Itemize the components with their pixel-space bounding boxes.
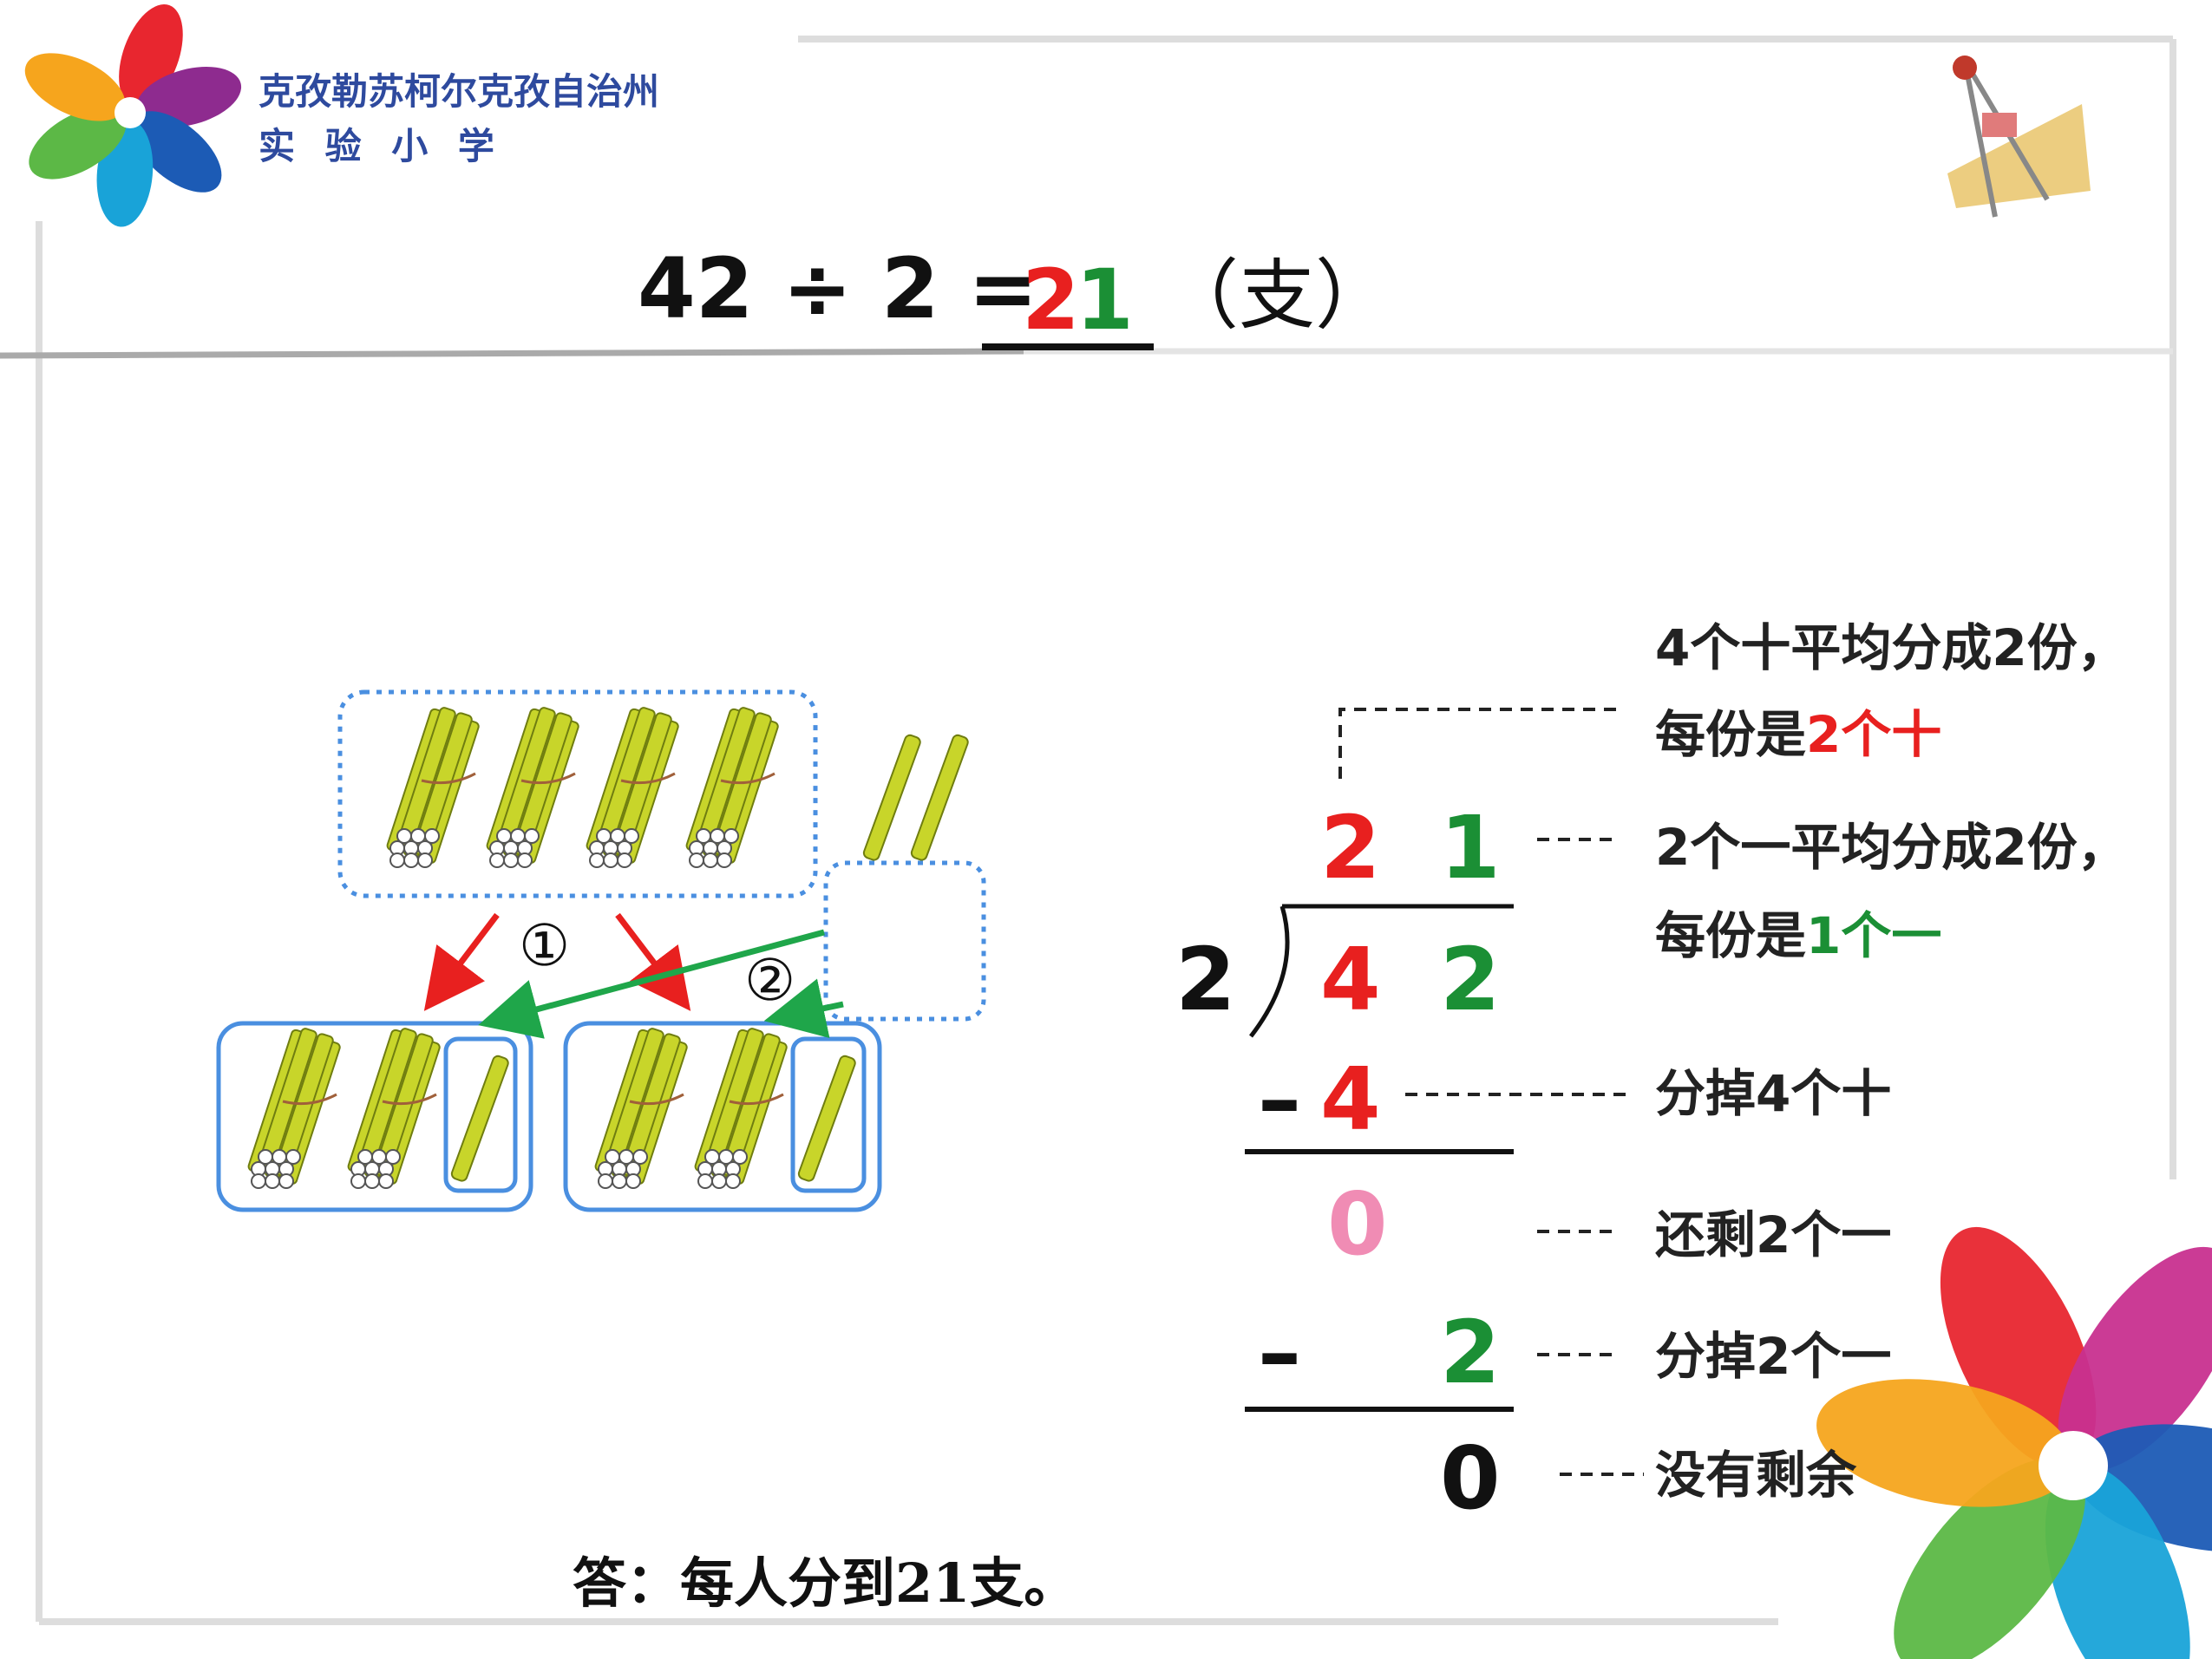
ten-stick-bundle [684, 705, 781, 869]
quotient-ones: 1 [1440, 797, 1501, 898]
single-stick [909, 733, 971, 863]
ten-stick-bundle [584, 705, 681, 869]
explain-tens-highlight: 2个十 [1806, 705, 1942, 764]
ten-stick-bundle [384, 705, 481, 869]
explain-ones-highlight: 1个一 [1806, 906, 1942, 965]
ten-stick-bundle [245, 1026, 343, 1190]
step1-label: ① [519, 912, 571, 979]
ten-stick-bundle [345, 1026, 442, 1190]
dividend-tens: 4 [1320, 929, 1381, 1030]
subtract-tens: 4 [1320, 1048, 1381, 1150]
final-remainder: 0 [1440, 1427, 1501, 1529]
header-divider-line [0, 348, 1024, 359]
explain-no-remainder: 没有剩余 [1655, 1446, 1857, 1505]
remainder-tens: 0 [1327, 1173, 1388, 1275]
subtract-ones: 2 [1440, 1302, 1501, 1403]
ten-stick-bundle [692, 1026, 789, 1190]
ten-stick-bundle [484, 705, 581, 869]
stick-diagram [216, 689, 986, 1212]
equation-answer-tens: 2 [1022, 251, 1080, 349]
minus-sign-2: – [1258, 1302, 1301, 1403]
explain-ones-line1: 2个一平均分成2份， [1655, 818, 2128, 877]
explain-ones-line2: 每份是1个一 [1655, 906, 1942, 965]
ones-group-dotted-box [823, 860, 986, 1022]
step1-arrow-left [423, 912, 500, 1011]
share-left-ones-box [443, 1036, 518, 1193]
share-box-right [563, 1021, 882, 1212]
quotient-tens: 2 [1320, 797, 1381, 898]
step2-arrow-left [478, 929, 825, 1039]
step2-arrow-right [763, 978, 844, 1039]
equation-lhs: 42 ÷ 2 = [638, 240, 1038, 337]
corner-pinwheel-decoration-icon [1778, 1179, 2212, 1659]
compass-ruler-icon [1947, 56, 2091, 218]
school-name-line2: 实 验 小 学 [259, 125, 503, 167]
explain-tens-line1: 4个十平均分成2份， [1655, 618, 2128, 677]
dividend-ones: 2 [1440, 929, 1501, 1030]
single-stick [449, 1054, 511, 1184]
single-stick [861, 733, 923, 863]
school-logo-icon [24, 3, 242, 227]
share-right-ones-box [790, 1036, 867, 1193]
single-stick [796, 1054, 858, 1184]
minus-sign-1: – [1258, 1048, 1301, 1150]
ten-stick-bundle [592, 1026, 690, 1190]
long-division-lines [1245, 708, 1644, 1476]
answer-sentence: 答：每人分到21支。 [573, 1551, 1078, 1615]
explain-tens-line2: 每份是2个十 [1655, 705, 1942, 764]
equation-answer-ones: 1 [1076, 251, 1134, 349]
step2-label: ② [744, 947, 796, 1014]
divisor: 2 [1175, 929, 1236, 1030]
explain-remaining-ones: 还剩2个一 [1655, 1205, 1892, 1264]
share-box-left [216, 1021, 533, 1212]
school-name-line1: 克孜勒苏柯尔克孜自治州 [259, 70, 660, 113]
equation-unit: （支） [1162, 251, 1392, 340]
explain-subtract-tens: 分掉4个十 [1655, 1064, 1892, 1123]
explain-subtract-ones: 分掉2个一 [1655, 1327, 1892, 1386]
